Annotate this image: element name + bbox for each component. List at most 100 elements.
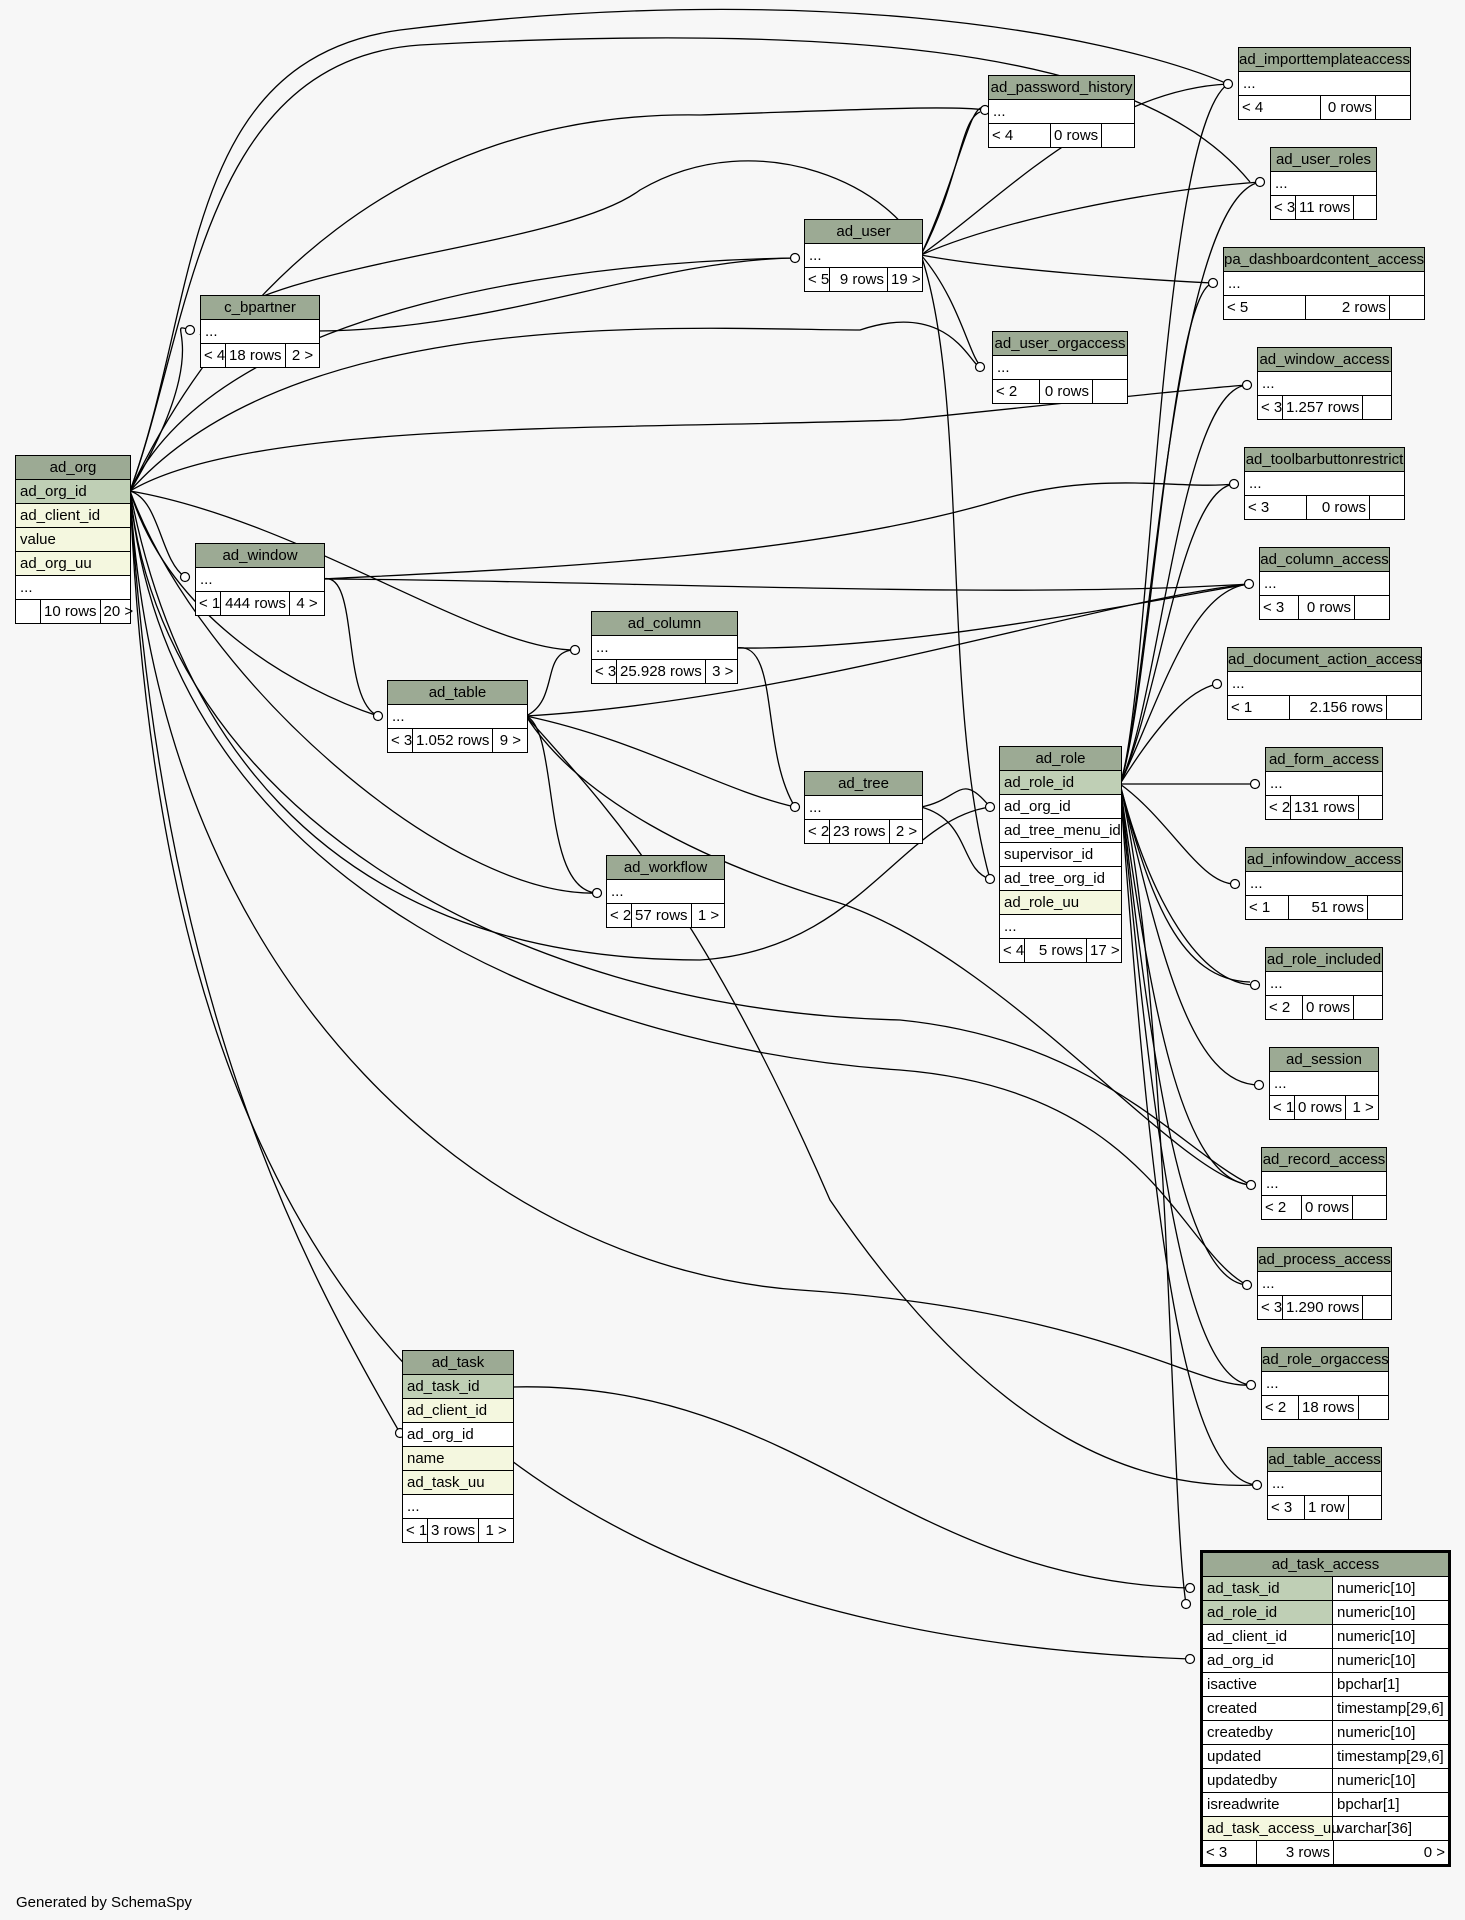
table-ad_form_access[interactable]: ad_form_access ... < 2 131 rows: [1265, 747, 1383, 820]
table-ad_user_orgaccess[interactable]: ad_user_orgaccess ... < 2 0 rows: [992, 331, 1128, 404]
relationship-edge: [1119, 783, 1251, 983]
children-count: 0 >: [1423, 1844, 1445, 1861]
parents-count: < 2: [1266, 996, 1303, 1019]
table-stats: < 3 1.052 rows 9 >: [388, 729, 527, 752]
parents-count: < 3: [1271, 196, 1296, 219]
table-ad_infowindow_access[interactable]: ad_infowindow_access ... < 1 51 rows: [1245, 847, 1403, 920]
row-count: 1.257 rows: [1283, 396, 1364, 419]
row-count: 1.052 rows: [413, 729, 494, 752]
relationship-edge: [1119, 282, 1214, 785]
table-stats: < 3 0 rows: [1260, 596, 1389, 619]
table-ad_user[interactable]: ad_user ... < 5 9 rows 19 >: [804, 219, 923, 292]
table-ad_window[interactable]: ad_window ... < 1 444 rows 4 >: [195, 543, 325, 616]
table-stats: < 2 131 rows: [1266, 796, 1382, 819]
column-row: ...: [201, 320, 319, 344]
table-stats: < 3 1.290 rows: [1258, 1296, 1391, 1319]
children-count: 9 >: [499, 732, 522, 749]
table-title: ad_column: [592, 612, 737, 636]
column-row: ...: [1239, 72, 1410, 96]
table-ad_table[interactable]: ad_table ... < 3 1.052 rows 9 >: [387, 680, 528, 753]
column-name: created: [1203, 1697, 1333, 1720]
children-count: [1376, 96, 1410, 119]
parents-count: < 3: [388, 729, 413, 752]
parents-count: < 1: [1246, 896, 1289, 919]
row-count: 0 rows: [1303, 996, 1355, 1019]
table-ad_org[interactable]: ad_org ad_org_id ad_client_id value ad_o…: [15, 455, 133, 624]
relationship-edge: [129, 490, 1252, 1386]
table-pa_dashboardcontent_access[interactable]: pa_dashboardcontent_access ... < 5 2 row…: [1223, 247, 1425, 320]
table-title: ad_process_access: [1258, 1248, 1391, 1272]
relationship-edge: [129, 490, 1248, 1286]
cardinality-marker: [1245, 1379, 1257, 1391]
table-ad_user_roles[interactable]: ad_user_roles ... < 3 11 rows: [1270, 147, 1377, 220]
children-count: [1390, 296, 1424, 319]
table-title: ad_infowindow_access: [1246, 848, 1402, 872]
table-title: ad_table: [388, 681, 527, 705]
table-ad_column_access[interactable]: ad_column_access ... < 3 0 rows: [1259, 547, 1390, 620]
cardinality-marker: [1207, 277, 1219, 289]
relationship-edge: [1119, 583, 1250, 785]
column-type: numeric[10]: [1337, 1724, 1416, 1741]
column-row: ...: [1258, 372, 1391, 396]
parents-count: < 5: [1224, 296, 1306, 319]
table-ad_task[interactable]: ad_task ad_task_id ad_client_id ad_org_i…: [402, 1350, 514, 1543]
table-ad_window_access[interactable]: ad_window_access ... < 3 1.257 rows: [1257, 347, 1392, 420]
table-ad_document_action_access[interactable]: ad_document_action_access ... < 1 2.156 …: [1227, 647, 1422, 720]
table-title: ad_table_access: [1268, 1448, 1381, 1472]
column-row: ad_client_id: [403, 1399, 513, 1423]
table-ad_tree[interactable]: ad_tree ... < 2 23 rows 2 >: [804, 771, 923, 844]
row-count: 10 rows: [41, 600, 101, 623]
table-stats: < 1 3 rows 1 >: [403, 1519, 513, 1542]
parents-count: < 2: [805, 820, 830, 843]
table-ad_toolbarbuttonrestrict[interactable]: ad_toolbarbuttonrestrict ... < 3 0 rows: [1244, 447, 1405, 520]
relationship-edge: [920, 254, 983, 368]
table-title: ad_user: [805, 220, 922, 244]
column-row: ...: [1224, 272, 1424, 296]
relationship-edge: [129, 490, 576, 651]
relationship-edge: [1119, 783, 1248, 1286]
table-ad_process_access[interactable]: ad_process_access ... < 3 1.290 rows: [1257, 1247, 1392, 1320]
column-row: ...: [1268, 1472, 1381, 1496]
children-count: [1355, 596, 1389, 619]
relationship-edge: [920, 83, 1229, 256]
cardinality-marker: [1184, 1582, 1196, 1594]
table-title: ad_record_access: [1262, 1148, 1386, 1172]
parents-count: < 3: [1258, 396, 1283, 419]
table-stats: < 3 1 row: [1268, 1496, 1381, 1519]
children-count: [1359, 796, 1393, 819]
children-count: [1387, 696, 1421, 719]
children-count: 1 >: [697, 907, 720, 924]
table-ad_table_access[interactable]: ad_table_access ... < 3 1 row: [1267, 1447, 1382, 1520]
column-row: ad_role_id: [1000, 771, 1121, 795]
children-count: 2 >: [291, 347, 314, 364]
table-title: ad_session: [1270, 1048, 1378, 1072]
parents-count: < 2: [1262, 1396, 1299, 1419]
table-stats: 10 rows 20 >: [16, 600, 133, 623]
table-ad_importtemplateaccess[interactable]: ad_importtemplateaccess ... < 4 0 rows: [1238, 47, 1411, 120]
table-ad_role_orgaccess[interactable]: ad_role_orgaccess ... < 2 18 rows: [1261, 1347, 1389, 1420]
relationship-edge: [525, 583, 1250, 717]
column-row: ...: [403, 1495, 513, 1519]
table-ad_record_access[interactable]: ad_record_access ... < 2 0 rows: [1261, 1147, 1387, 1220]
parents-count: < 2: [1266, 796, 1291, 819]
table-ad_role[interactable]: ad_role ad_role_id ad_org_id ad_tree_men…: [999, 746, 1122, 963]
column-name: ad_task_access_uu: [1203, 1817, 1340, 1840]
table-ad_workflow[interactable]: ad_workflow ... < 2 57 rows 1 >: [606, 855, 725, 928]
table-ad_password_history[interactable]: ad_password_history ... < 4 0 rows: [988, 75, 1135, 148]
column-name: ad_org_id: [1203, 1649, 1333, 1672]
row-count: 51 rows: [1289, 896, 1368, 919]
table-stats: < 2 18 rows: [1262, 1396, 1388, 1419]
table-ad_column[interactable]: ad_column ... < 3 25.928 rows 3 >: [591, 611, 738, 684]
table-title: ad_task_access: [1203, 1553, 1448, 1577]
table-title: ad_password_history: [989, 76, 1134, 100]
table-ad_session[interactable]: ad_session ... < 1 0 rows 1 >: [1269, 1047, 1379, 1120]
table-c_bpartner[interactable]: c_bpartner ... < 4 18 rows 2 >: [200, 295, 320, 368]
table-ad_role_included[interactable]: ad_role_included ... < 2 0 rows: [1265, 947, 1383, 1020]
column-row: ad_tree_menu_id: [1000, 819, 1121, 843]
table-stats: < 2 57 rows 1 >: [607, 904, 724, 927]
relationship-edge: [525, 715, 1258, 1487]
